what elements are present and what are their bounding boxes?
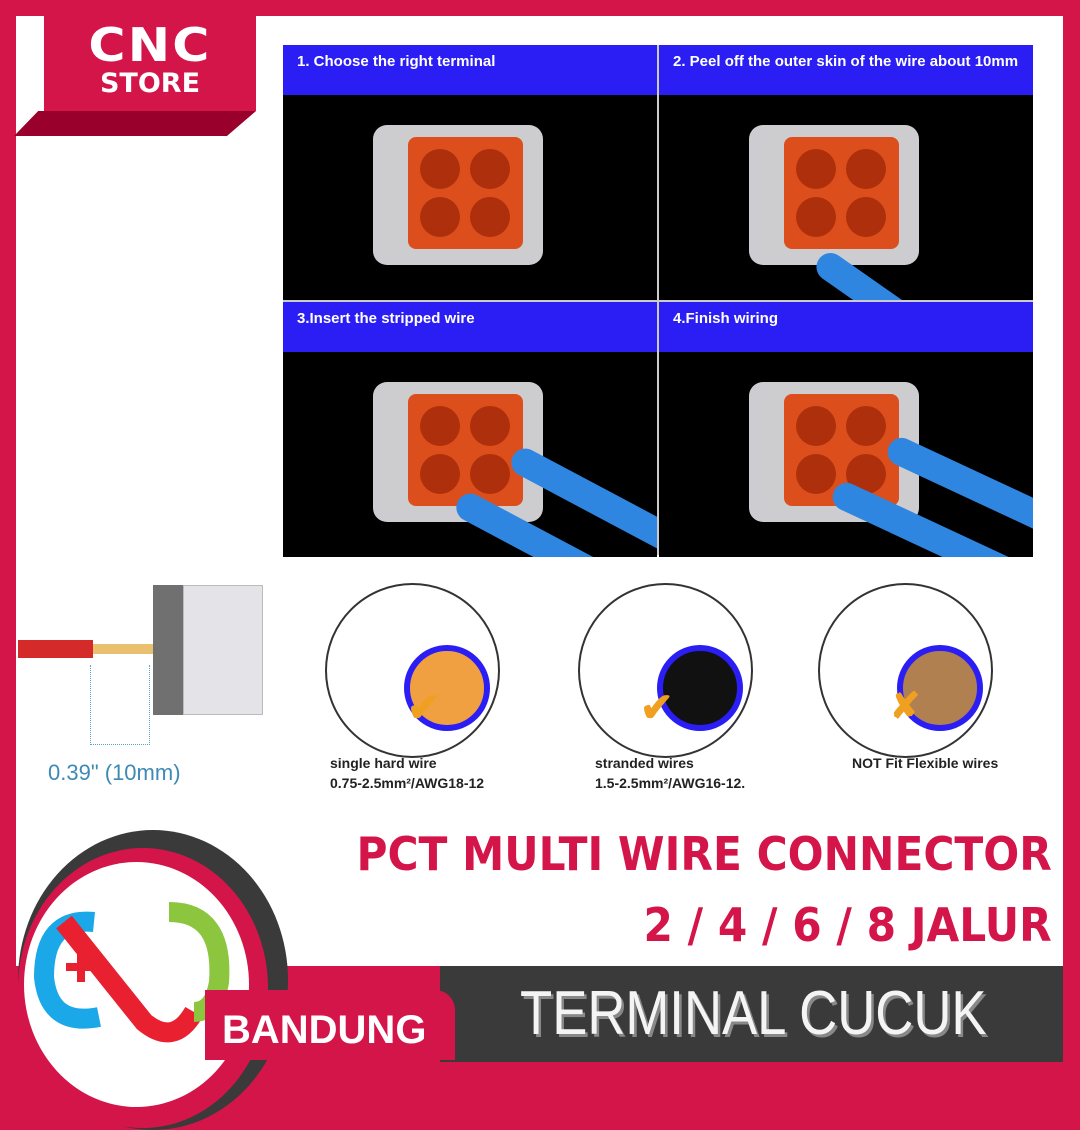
step-panel: 3.Insert the stripped wire — [283, 302, 657, 557]
product-variants: 2 / 4 / 6 / 8 JALUR — [643, 898, 1052, 952]
wire-type-caption: stranded wires 1.5-2.5mm²/AWG16-12. — [595, 753, 745, 793]
product-title: PCT MULTI WIRE CONNECTOR — [356, 827, 1052, 881]
wire-type-caption: NOT Fit Flexible wires — [852, 753, 998, 773]
copper-core — [93, 644, 153, 654]
wire-type-spec: 1.5-2.5mm²/AWG16-12. — [595, 775, 746, 791]
check-icon: ✔ — [640, 686, 674, 730]
product-subtitle: TERMINAL CUCUK — [520, 979, 987, 1048]
step-header: 4.Finish wiring — [659, 302, 1033, 352]
step-header: 3.Insert the stripped wire — [283, 302, 657, 352]
check-icon: ✔ — [407, 686, 441, 730]
location-badge — [205, 990, 455, 1060]
wire-type-name: NOT Fit Flexible wires — [852, 755, 999, 771]
wire-section — [897, 645, 983, 731]
wire-type-image: ✔ — [325, 583, 500, 758]
store-logo: CNC STORE — [44, 16, 256, 111]
red-wire — [18, 640, 93, 658]
infinity-logo-icon — [33, 902, 230, 1043]
location-label: BANDUNG — [222, 1008, 427, 1052]
connector-side — [153, 585, 183, 715]
x-icon: ✘ — [890, 685, 921, 726]
wire-section — [404, 645, 490, 731]
badge-circle — [24, 862, 249, 1107]
step-panel: 2. Peel off the outer skin of the wire a… — [659, 45, 1033, 300]
connector-body — [183, 585, 263, 715]
wire-type-name: single hard wire — [330, 755, 437, 771]
step-panel: 4.Finish wiring — [659, 302, 1033, 557]
step-header: 2. Peel off the outer skin of the wire a… — [659, 45, 1033, 95]
logo-shadow — [14, 111, 256, 136]
connector-image — [749, 125, 919, 265]
wire-type-name: stranded wires — [595, 755, 694, 771]
wire-type-caption: single hard wire 0.75-2.5mm²/AWG18-12 — [330, 753, 484, 793]
wire-section — [657, 645, 743, 731]
wire-type-spec: 0.75-2.5mm²/AWG18-12 — [330, 775, 485, 791]
measure-line — [90, 665, 150, 745]
wire-type-image: ✔ — [578, 583, 753, 758]
step-header: 1. Choose the right terminal — [283, 45, 657, 95]
step-panel: 1. Choose the right terminal — [283, 45, 657, 300]
steps-grid: 1. Choose the right terminal 2. Peel off… — [283, 45, 1033, 557]
strip-length-label: 0.39" (10mm) — [48, 760, 181, 785]
logo-line1: CNC — [88, 18, 212, 72]
logo-line2: STORE — [99, 68, 201, 99]
wire-type-image: ✘ — [818, 583, 993, 758]
connector-image — [373, 125, 543, 265]
subtitle-band — [440, 966, 1063, 1062]
